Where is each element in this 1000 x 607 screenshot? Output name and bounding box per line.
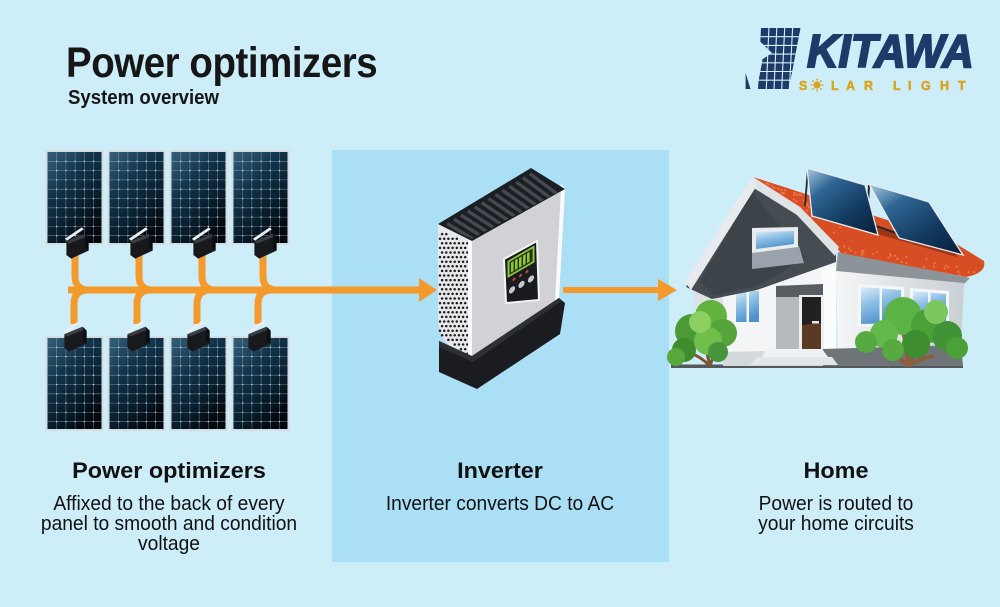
svg-text:L: L [831, 79, 839, 93]
svg-text:S: S [799, 79, 807, 93]
svg-text:G: G [921, 79, 931, 93]
svg-text:L: L [893, 79, 901, 93]
svg-text:A: A [846, 79, 855, 93]
svg-text:T: T [958, 79, 966, 93]
svg-text:KITAWA: KITAWA [807, 25, 974, 77]
svg-text:H: H [940, 79, 949, 93]
svg-text:I: I [908, 79, 911, 93]
svg-text:R: R [864, 79, 873, 93]
